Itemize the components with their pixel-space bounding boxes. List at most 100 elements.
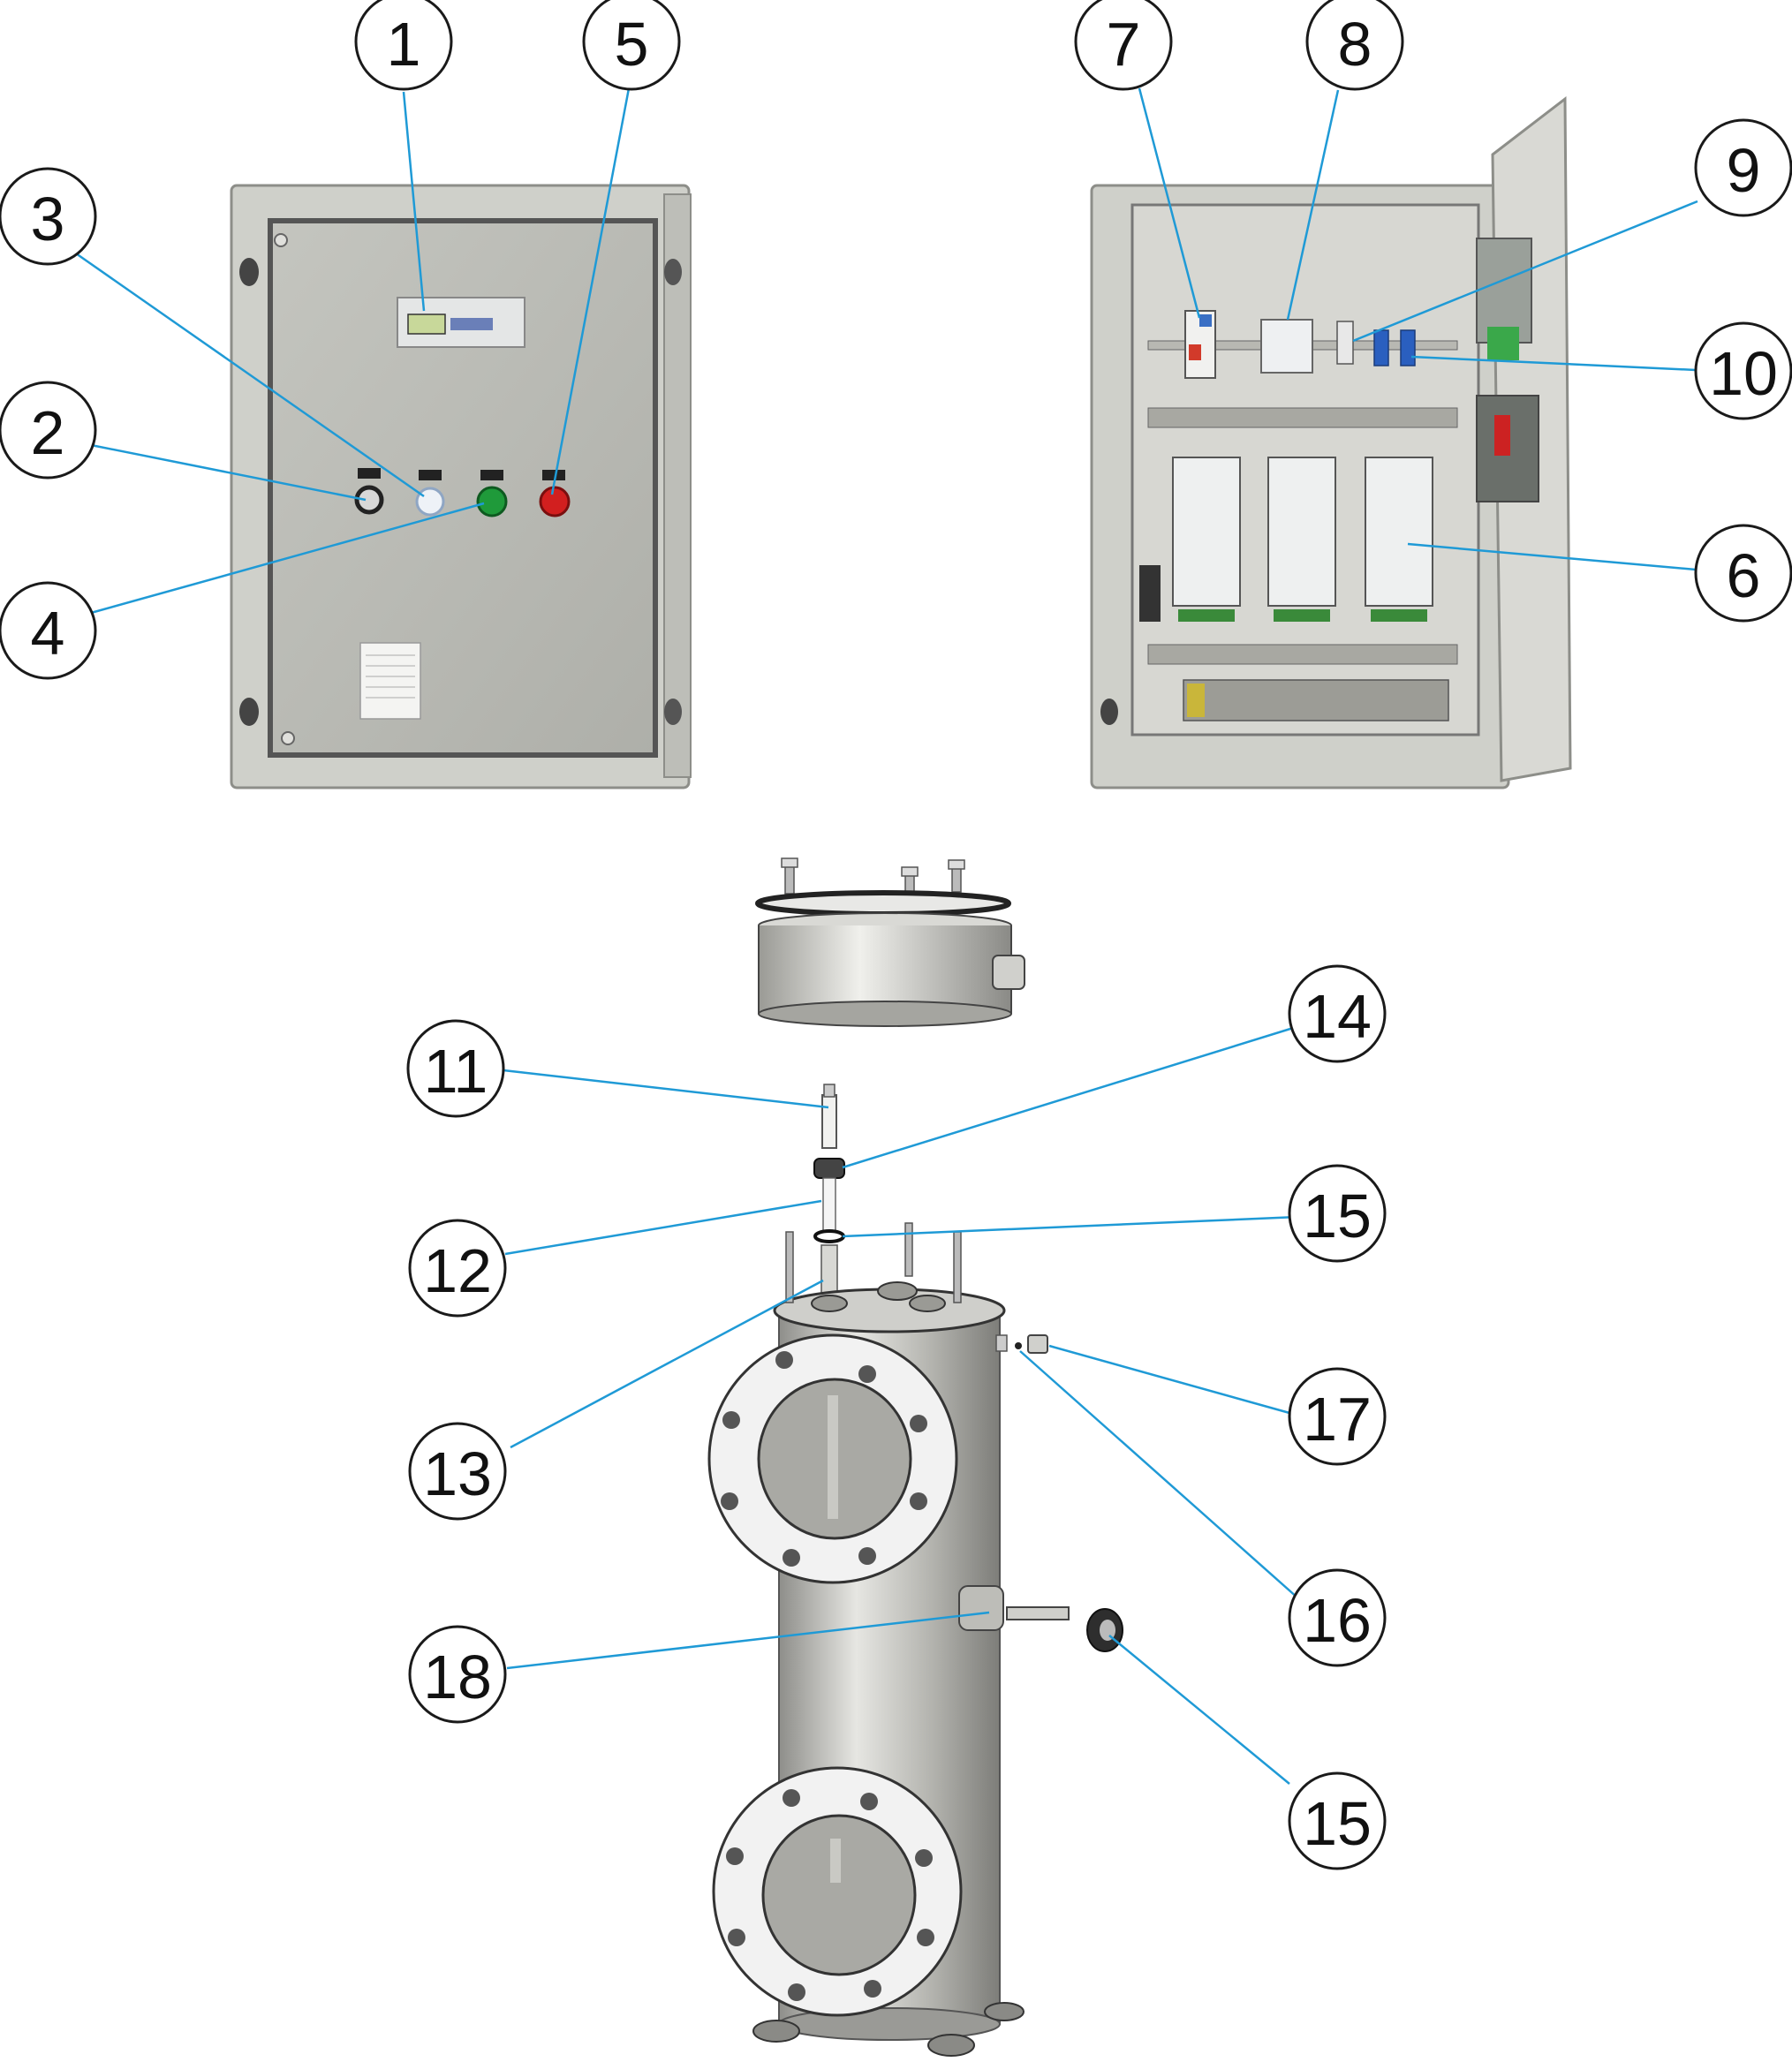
callout-circle	[1288, 1568, 1387, 1667]
door-screw-bottom-left	[281, 731, 295, 745]
callout-number: 18	[423, 1643, 492, 1711]
outlet-flange	[712, 1766, 963, 2017]
vent-plug	[1027, 1334, 1048, 1354]
leader-line	[1286, 89, 1340, 321]
callout-number: 4	[31, 599, 65, 668]
top-stud-left	[785, 1231, 794, 1303]
door-screw-top-left	[274, 233, 288, 247]
callout-number: 8	[1338, 10, 1372, 79]
callout-13: 13	[408, 1422, 507, 1521]
callout-number: 5	[615, 10, 649, 79]
callout-circle	[354, 0, 453, 91]
ballast-3	[1365, 457, 1433, 607]
inlet-inner-sleeve	[828, 1395, 838, 1519]
vent-port	[995, 1334, 1008, 1352]
callout-17: 17	[1288, 1367, 1387, 1466]
flange-bolt-hole	[864, 1980, 881, 1998]
callout-circle	[408, 1625, 507, 1724]
ballast-3-terminal	[1371, 609, 1427, 622]
circuit-breaker-red	[1189, 344, 1201, 360]
leader-line	[90, 443, 367, 502]
callout-8: 8	[1305, 0, 1404, 91]
leader-line	[510, 1279, 824, 1449]
callout-number: 10	[1709, 339, 1778, 408]
callout-10: 10	[1694, 321, 1792, 420]
callout-circle	[0, 167, 97, 266]
leader-line	[75, 252, 425, 498]
power-supply-module	[1260, 319, 1313, 374]
flange-bolt-hole	[788, 1983, 805, 2001]
cable-gland	[992, 955, 1025, 990]
top-stud-right	[953, 1231, 962, 1303]
door-green-terminal	[1487, 327, 1519, 360]
circuit-breaker-blue	[1199, 314, 1212, 327]
callout-circle	[1288, 1367, 1387, 1466]
callout-9: 9	[1694, 118, 1792, 217]
outlet-inner-sleeve	[830, 1839, 841, 1883]
cabinet-right-hinge	[663, 193, 692, 778]
callout-6: 6	[1694, 524, 1792, 623]
flange-bolt-hole	[775, 1351, 793, 1369]
outlet-flange-bore	[761, 1814, 917, 1976]
flange-bolt-hole	[783, 1549, 800, 1567]
callout-circle	[408, 1422, 507, 1521]
cabinet-fan	[1139, 565, 1161, 622]
callout-number: 9	[1727, 136, 1761, 205]
flange-bolt-hole	[910, 1415, 927, 1432]
callout-circle	[408, 1219, 507, 1318]
end-cap-bottom	[758, 1001, 1012, 1027]
control-cabinet-open	[1090, 95, 1572, 789]
callout-number: 14	[1303, 982, 1372, 1051]
callout-4: 4	[0, 581, 97, 680]
sensor-port-boss	[958, 1585, 1004, 1631]
flange-bolt-hole	[721, 1492, 738, 1510]
flange-bolt-hole	[858, 1547, 876, 1565]
callout-circle	[1694, 321, 1792, 420]
callout-circle	[1305, 0, 1404, 91]
callout-circle	[582, 0, 681, 91]
leader-line	[90, 502, 485, 615]
controller-keypad	[450, 318, 493, 330]
callout-circle	[1694, 118, 1792, 217]
selector-switch	[354, 485, 384, 515]
callout-2: 2	[0, 381, 97, 480]
callout-number: 15	[1303, 1789, 1372, 1858]
sleeve-o-ring	[813, 1229, 845, 1243]
callout-circle	[1074, 0, 1173, 91]
mount-hole-top-right	[664, 259, 682, 285]
uv-lamp	[821, 1094, 837, 1149]
flange-bolt-hole	[858, 1365, 876, 1383]
callout-circle	[1288, 1164, 1387, 1263]
leader-line	[1410, 355, 1697, 372]
callout-1: 1	[354, 0, 453, 91]
vent-seal	[1015, 1342, 1022, 1349]
callout-15-lower: 15	[1288, 1771, 1387, 1870]
cover-screw-head	[781, 857, 798, 868]
flange-bolt-hole	[783, 1789, 800, 1807]
cover-screw-head	[948, 859, 965, 870]
red-stop-button	[539, 486, 571, 517]
ballast-2-terminal	[1274, 609, 1330, 622]
leader-line	[550, 87, 631, 495]
callout-number: 1	[387, 10, 421, 79]
open-cabinet-mount-hole	[1100, 699, 1118, 725]
leader-line	[506, 1611, 990, 1670]
white-button-label	[419, 470, 442, 480]
foot-left	[752, 2020, 800, 2043]
callout-3: 3	[0, 167, 97, 266]
sleeve-nut-3	[909, 1295, 946, 1312]
leader-line	[1138, 87, 1201, 319]
callout-16: 16	[1288, 1568, 1387, 1667]
sleeve-nut-1	[811, 1295, 848, 1312]
flange-bolt-hole	[726, 1847, 744, 1865]
callouts: 1 5 3 2 4 7 8 9	[0, 0, 1792, 1870]
callout-circle	[406, 1019, 505, 1118]
terminal-block-yellow	[1187, 684, 1205, 717]
inlet-flange	[707, 1333, 958, 1584]
cover-gasket-plate	[755, 890, 1011, 917]
uv-lamp-cap	[823, 1084, 836, 1098]
callout-14: 14	[1288, 964, 1387, 1063]
end-cap-body	[759, 925, 1011, 1014]
leader-line	[1407, 542, 1697, 571]
